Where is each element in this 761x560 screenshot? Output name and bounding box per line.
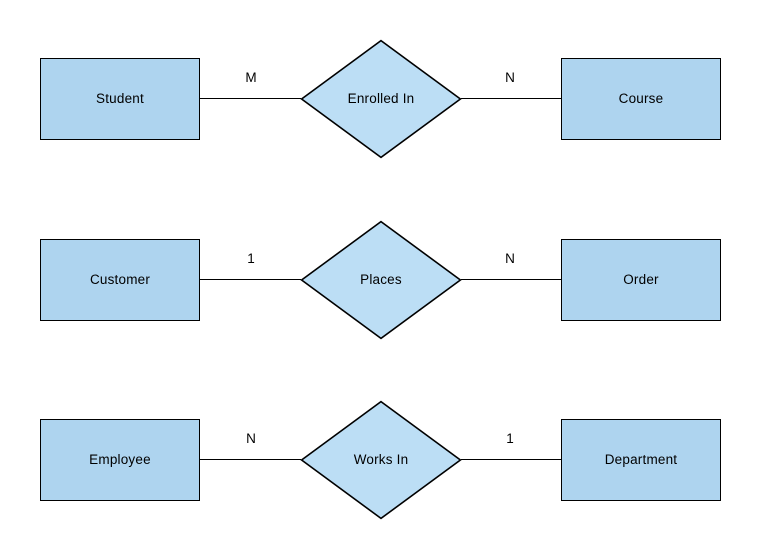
entity-label: Order: [623, 272, 659, 288]
entity-label: Department: [604, 452, 678, 468]
connector-line-left: [200, 279, 301, 280]
cardinality-label-right: N: [505, 70, 515, 85]
entity-label: Student: [96, 91, 144, 107]
cardinality-label-left: 1: [247, 251, 255, 266]
connector-line-left: [200, 98, 301, 99]
entity-label: Course: [618, 91, 664, 107]
connector-line-right: [461, 98, 562, 99]
cardinality-label-right: 1: [506, 431, 514, 446]
connector-line-right: [461, 459, 562, 460]
entity-box-department[interactable]: Department: [561, 419, 721, 501]
entity-box-course[interactable]: Course: [561, 58, 721, 140]
connector-line-right: [461, 279, 562, 280]
cardinality-label-right: N: [505, 251, 515, 266]
cardinality-label-left: M: [245, 70, 257, 85]
relationship-diamond-places[interactable]: Places: [300, 220, 462, 340]
diamond-shape-icon: [300, 220, 462, 340]
entity-label: Customer: [89, 272, 151, 288]
diamond-shape-icon: [300, 400, 462, 520]
diamond-shape-icon: [300, 39, 462, 159]
entity-label: Employee: [89, 452, 151, 468]
er-relationship-row: Customer 1 Places N Order: [0, 220, 761, 360]
cardinality-label-left: N: [246, 431, 256, 446]
entity-box-student[interactable]: Student: [40, 58, 200, 140]
entity-box-employee[interactable]: Employee: [40, 419, 200, 501]
relationship-diamond-works-in[interactable]: Works In: [300, 400, 462, 520]
relationship-diamond-enrolled-in[interactable]: Enrolled In: [300, 39, 462, 159]
er-relationship-row: Employee N Works In 1 Department: [0, 400, 761, 540]
connector-line-left: [200, 459, 301, 460]
entity-box-order[interactable]: Order: [561, 239, 721, 321]
entity-box-customer[interactable]: Customer: [40, 239, 200, 321]
er-relationship-row: Student M Enrolled In N Course: [0, 39, 761, 179]
